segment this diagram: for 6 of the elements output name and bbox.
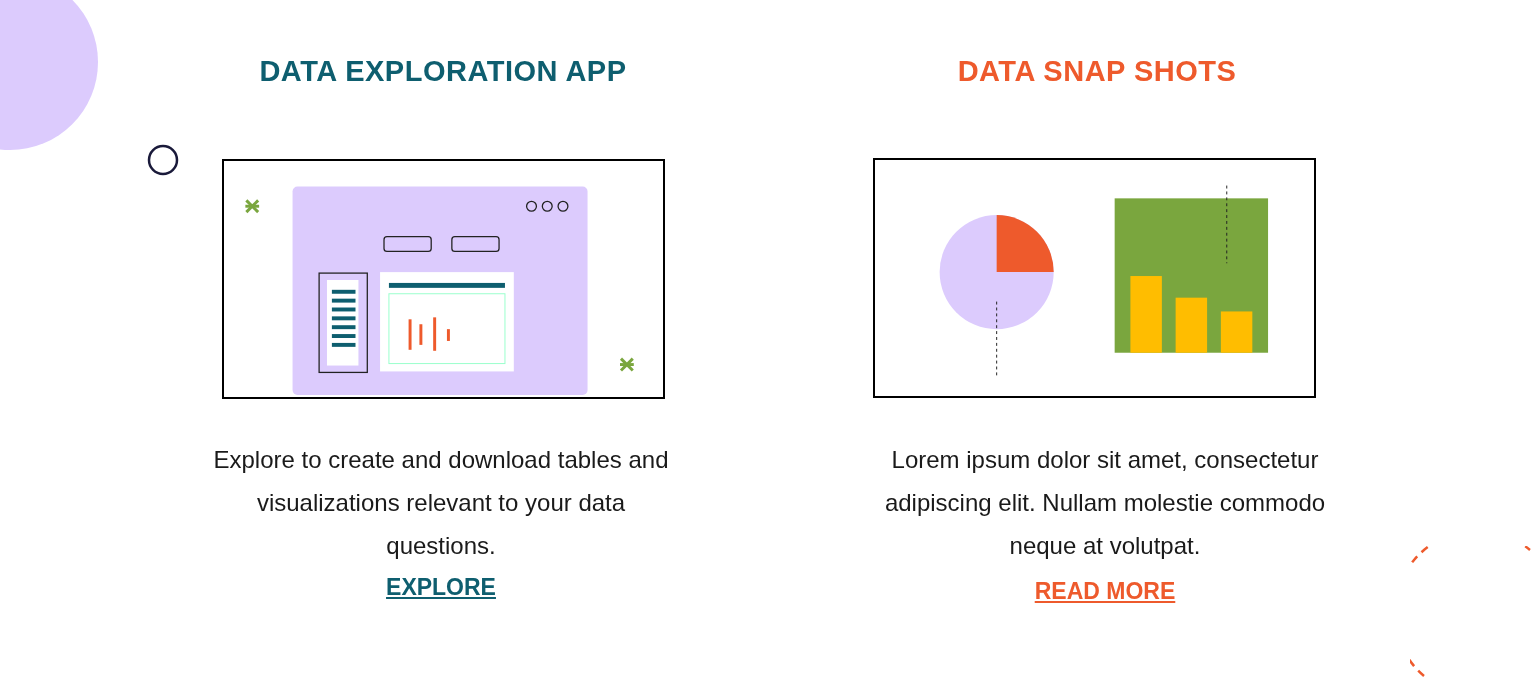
card-description: Lorem ipsum dolor sit amet, consectetur adipiscing elit. Nullam molestie commodo neque at volutpat. bbox=[883, 445, 1327, 561]
card-heading: DATA EXPLORATION APP bbox=[258, 54, 628, 89]
read-more-link: READ MORE bbox=[1034, 578, 1176, 605]
card-heading: DATA SNAP SHOTS bbox=[956, 54, 1238, 89]
card-description: Explore to create and download tables and visualizations relevant to your data questions. bbox=[212, 445, 670, 561]
explore-link: EXPLORE bbox=[386, 574, 496, 601]
